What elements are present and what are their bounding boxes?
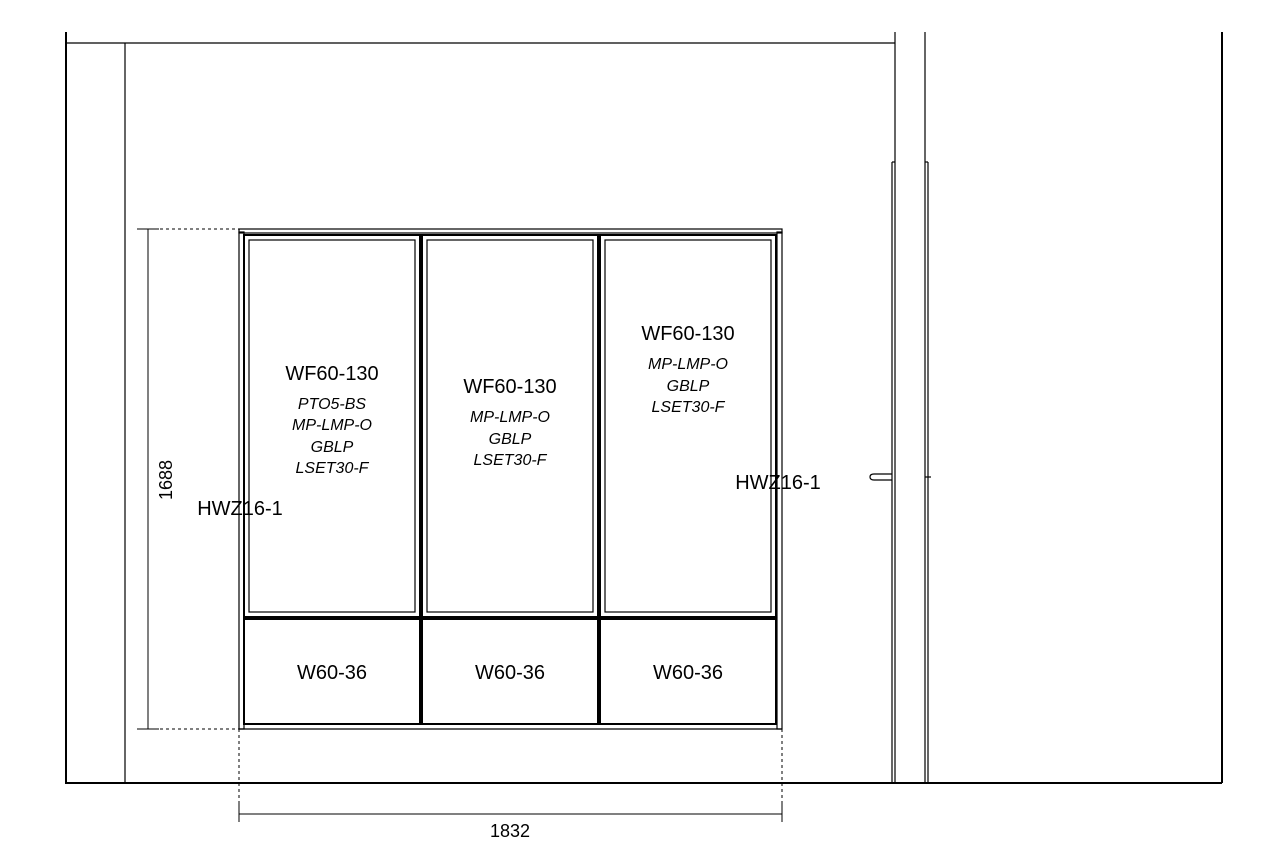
wall-cabinet-2-option: LSET30-F (474, 452, 548, 469)
wall-cabinet-1-option: GBLP (311, 439, 354, 456)
lower-cabinet-1 (243, 618, 421, 725)
lower-cabinet-3 (599, 618, 777, 725)
wall-cabinet-2-code: WF60-130 (463, 376, 556, 398)
wall-cabinet-2-option: GBLP (489, 431, 532, 448)
height-dimension-label: 1688 (156, 460, 176, 500)
wall-cabinet-3-door (604, 239, 772, 613)
wall-cabinet-2 (421, 234, 599, 618)
wall-cabinet-1-option: MP-LMP-O (292, 417, 372, 434)
wall-cabinet-3-option: LSET30-F (652, 399, 726, 416)
width-dimension-label: 1832 (490, 821, 530, 841)
wall-cabinet-2-door (426, 239, 594, 613)
door-handle-icon (869, 473, 892, 481)
wall-cabinet-1-option: PTO5-BS (298, 396, 367, 413)
wall-cabinet-1-door (248, 239, 416, 613)
wall-cabinet-1-code: WF60-130 (285, 363, 378, 385)
wall-cabinet-1 (243, 234, 421, 618)
wall-cabinet-2-option: MP-LMP-O (470, 409, 550, 426)
wall-cabinet-3 (599, 234, 777, 618)
lower-cabinet-3-code: W60-36 (653, 662, 723, 684)
wall-cabinet-3-option: MP-LMP-O (648, 356, 728, 373)
top-trim (238, 228, 783, 234)
wall-cabinet-1-option: LSET30-F (296, 460, 370, 477)
lower-cabinet-1-code: W60-36 (297, 662, 367, 684)
wall-cabinet-3-option: GBLP (667, 378, 710, 395)
lower-cabinet-2 (421, 618, 599, 725)
end-panel-left-label: HWZ16-1 (197, 498, 283, 520)
end-panel-right-label: HWZ16-1 (735, 472, 821, 494)
lower-cabinet-2-code: W60-36 (475, 662, 545, 684)
wall-cabinet-3-code: WF60-130 (641, 323, 734, 345)
